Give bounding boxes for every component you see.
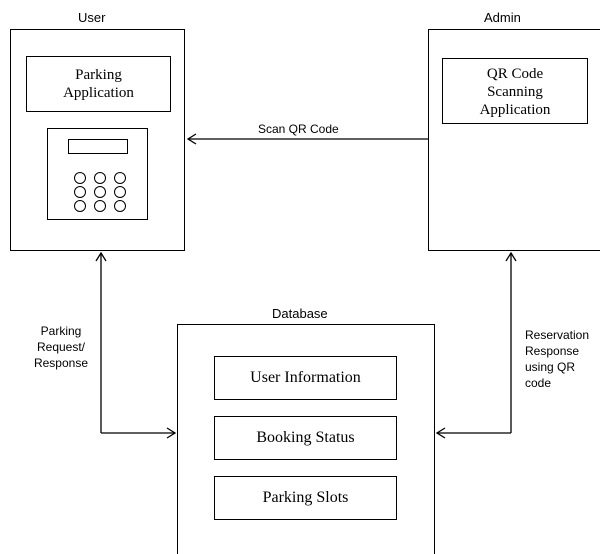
reservation-line2: Response (525, 344, 580, 358)
admin-box: QR Code Scanning Application (428, 29, 600, 251)
qr-app-line1: QR Code (486, 66, 544, 82)
qr-scanning-application-box: QR Code Scanning Application (442, 58, 588, 124)
phone-screen (68, 139, 128, 154)
reservation-line1: Reservation (525, 328, 590, 342)
qr-app-line2: Scanning (487, 84, 543, 100)
reservation-line4: code (525, 376, 552, 390)
user-title: User (78, 10, 106, 25)
phone-keypad-icon (47, 128, 148, 220)
parking-application-box: Parking Application (26, 56, 171, 112)
database-box: User Information Booking Status Parking … (177, 324, 435, 554)
db-item-parking-slots: Parking Slots (214, 476, 397, 520)
db-item-label: Booking Status (256, 429, 355, 446)
user-box: Parking Application (10, 29, 185, 251)
db-item-label: User Information (250, 369, 361, 386)
admin-title: Admin (484, 10, 521, 25)
db-item-label: Parking Slots (262, 489, 349, 506)
qr-app-line3: Application (479, 102, 551, 118)
db-item-user-information: User Information (214, 356, 397, 400)
db-item-booking-status: Booking Status (214, 416, 397, 460)
parking-application-line1: Parking (75, 67, 122, 83)
parking-request-line3: Response (33, 356, 89, 370)
parking-request-label: Parking Request/ Response (26, 323, 96, 371)
keypad-buttons (74, 172, 126, 212)
reservation-response-label: Reservation Response using QR code (525, 327, 589, 391)
parking-application-line2: Application (63, 85, 134, 101)
scan-qr-label: Scan QR Code (258, 122, 339, 136)
database-title: Database (272, 306, 328, 321)
parking-request-line2: Request/ (36, 340, 86, 354)
parking-request-line1: Parking (40, 324, 82, 338)
reservation-line3: using QR (525, 360, 576, 374)
